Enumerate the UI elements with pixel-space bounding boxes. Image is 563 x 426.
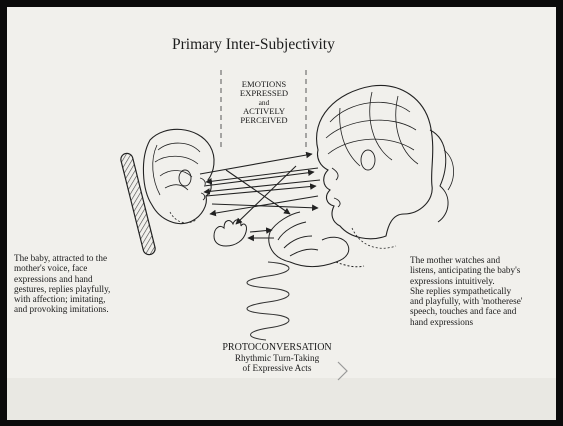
baby-caption: The baby, attracted to the mother's voic… <box>14 253 132 315</box>
protoconversation-title: PROTOCONVERSATION <box>195 342 359 353</box>
caption-line: gestures, replies playfully, <box>14 284 132 294</box>
rhythm-wave <box>247 262 289 340</box>
caption-line: with affection; imitating, <box>14 294 132 304</box>
caption-line: and playfully, with 'motherese' <box>410 296 560 306</box>
center-label: EMOTIONS EXPRESSED and ACTIVELY PERCEIVE… <box>226 80 302 125</box>
caption-line: expressions intuitively. <box>410 276 560 286</box>
center-label-line: PERCEIVED <box>226 116 302 125</box>
protoconversation-label: PROTOCONVERSATION Rhythmic Turn-Taking o… <box>195 342 359 373</box>
exchange-arrows <box>200 154 320 238</box>
baby-hand <box>214 220 246 246</box>
mother-head <box>317 85 454 248</box>
caption-line: expressions and hand <box>14 274 132 284</box>
mother-caption: The mother watches and listens, anticipa… <box>410 255 560 327</box>
mother-hand <box>269 212 364 267</box>
caption-line: and provoking imitations. <box>14 304 132 314</box>
caption-line: speech, touches and face and <box>410 306 560 316</box>
caption-line: listens, anticipating the baby's <box>410 265 560 275</box>
caption-line: The mother watches and <box>410 255 560 265</box>
protoconversation-line: of Expressive Acts <box>195 363 359 373</box>
caption-line: hand expressions <box>410 317 560 327</box>
caption-line: mother's voice, face <box>14 263 132 273</box>
diagram-title: Primary Inter-Subjectivity <box>172 36 335 53</box>
caption-line: The baby, attracted to the <box>14 253 132 263</box>
baby-head <box>143 129 214 223</box>
protoconversation-line: Rhythmic Turn-Taking <box>195 353 359 363</box>
caption-line: She replies sympathetically <box>410 286 560 296</box>
